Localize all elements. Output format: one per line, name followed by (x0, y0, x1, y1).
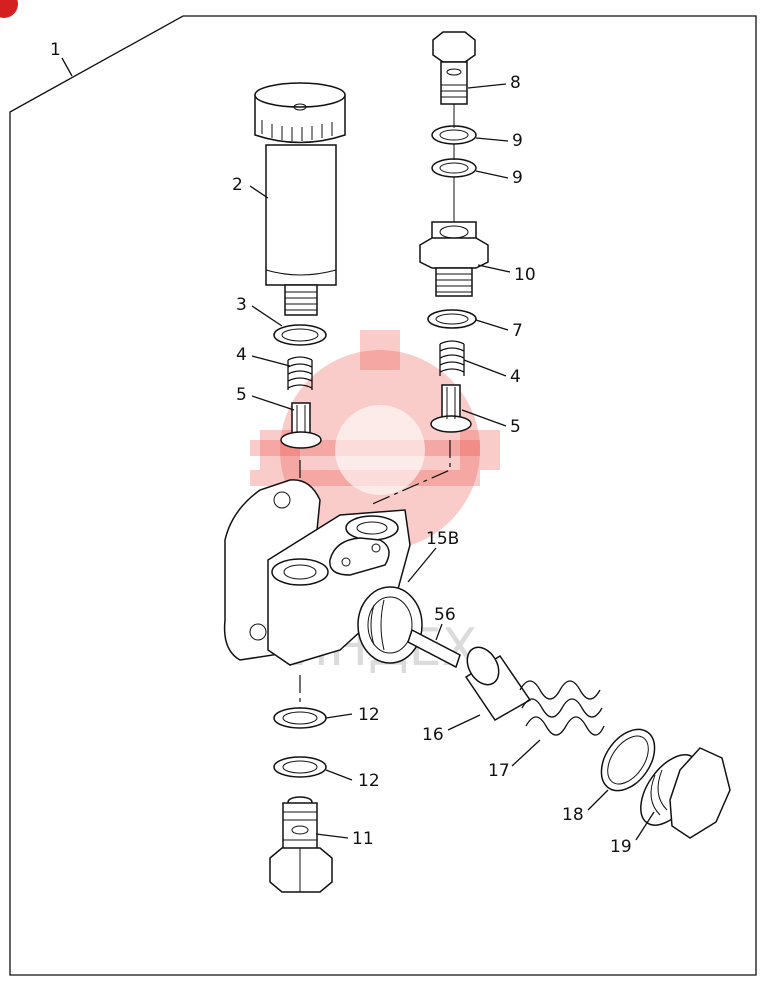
label-16: 16 (422, 725, 444, 745)
label-12-a: 12 (358, 705, 380, 725)
label-11: 11 (352, 829, 374, 849)
part-18-ring (600, 728, 656, 792)
centerline-right (369, 440, 451, 506)
label-9-a: 9 (512, 131, 523, 151)
part-9-washer-a (431, 125, 477, 145)
assembly-frame (9, 15, 757, 976)
part-16-sleeve (464, 646, 532, 721)
part-12-washer-a (273, 707, 327, 729)
label-2: 2 (232, 175, 243, 195)
label-5-right: 5 (510, 417, 521, 437)
label-19: 19 (610, 837, 632, 857)
part-5-valve-right (430, 384, 472, 433)
label-12-b: 12 (358, 771, 380, 791)
corner-badge (0, 0, 18, 18)
part-17-spring (519, 680, 605, 736)
label-17: 17 (488, 761, 510, 781)
label-3: 3 (236, 295, 247, 315)
part-4-spring-right (439, 340, 465, 376)
watermark-logo (250, 330, 500, 570)
part-9-washer-b (431, 158, 477, 178)
label-8: 8 (510, 73, 521, 93)
part-2-housing (254, 82, 346, 316)
label-5-left: 5 (236, 385, 247, 405)
part-5-valve-left (280, 402, 322, 449)
part-7-oring (427, 309, 477, 329)
part-11-bolt (269, 796, 333, 893)
label-9-b: 9 (512, 168, 523, 188)
part-3-oring (273, 324, 327, 346)
label-18: 18 (562, 805, 584, 825)
part-12-washer-b (273, 756, 327, 778)
label-4-right: 4 (510, 367, 521, 387)
part-10-union (419, 221, 489, 297)
label-1: 1 (50, 40, 61, 60)
pump-body (223, 479, 423, 666)
label-10: 10 (514, 265, 536, 285)
part-19-plug (640, 747, 731, 839)
label-7: 7 (512, 321, 523, 341)
label-4-left: 4 (236, 345, 247, 365)
part-8-bolt (432, 31, 476, 105)
label-15b: 15B (426, 529, 459, 549)
part-56-pin (407, 628, 461, 669)
label-56: 56 (434, 605, 456, 625)
